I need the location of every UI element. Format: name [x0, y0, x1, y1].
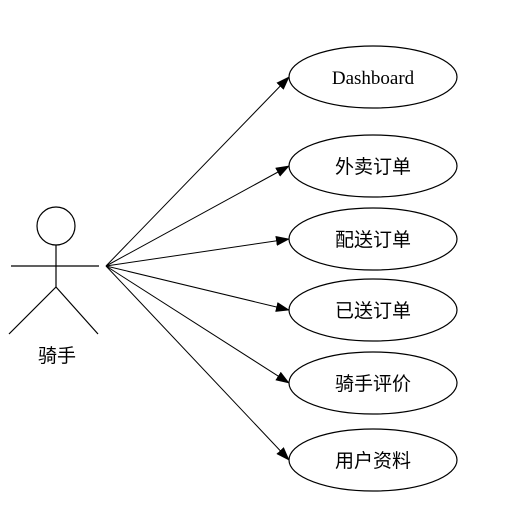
association-arrow	[105, 265, 290, 312]
association-arrow	[105, 76, 290, 267]
use-case: 骑手评价	[288, 351, 458, 415]
use-case-ellipse	[288, 207, 458, 271]
use-case-label: 配送订单	[335, 229, 411, 251]
actor-head	[36, 206, 76, 246]
use-case-label: Dashboard	[332, 68, 415, 89]
association-arrow	[105, 265, 290, 461]
use-case-ellipse	[288, 351, 458, 415]
use-case-label: 用户资料	[335, 450, 411, 472]
association-arrow	[105, 235, 290, 267]
association-lines	[105, 76, 290, 461]
use-case-label: 外卖订单	[335, 156, 411, 178]
use-case-ellipse	[288, 278, 458, 342]
association-arrow	[105, 265, 290, 384]
use-case-label: 骑手评价	[335, 373, 411, 395]
use-case: 用户资料	[288, 428, 458, 492]
use-case: 外卖订单	[288, 134, 458, 198]
use-case-label: 已送订单	[335, 300, 411, 322]
actor-left-leg	[8, 286, 57, 335]
association-arrow	[105, 165, 290, 267]
actor-right-leg	[55, 286, 99, 335]
use-case: 已送订单	[288, 278, 458, 342]
use-case-ellipse	[288, 134, 458, 198]
use-case: Dashboard	[288, 45, 458, 109]
use-case: 配送订单	[288, 207, 458, 271]
actor-figure	[8, 206, 99, 335]
use-case-ellipse	[288, 428, 458, 492]
actor-name: 骑手	[38, 345, 76, 367]
use-case-ellipse	[288, 45, 458, 109]
